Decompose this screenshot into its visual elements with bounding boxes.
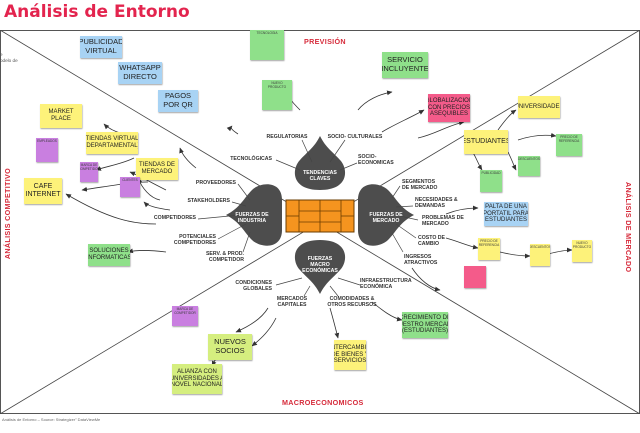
petal-left [226, 184, 282, 246]
branch-label-costo: COSTO DE CAMBIO [418, 235, 445, 247]
branch-label-infraestructura: INFRAESTRUCTURA ECONÓMICA [360, 278, 412, 290]
sticky-note-intercambio[interactable]: INTERCAMBIO DE BIENES Y SERVICIOS [334, 340, 366, 370]
board-frame [0, 30, 640, 414]
sticky-note-tiendas-mercado[interactable]: TIENDAS DE MERCADO [136, 158, 178, 180]
sticky-note-estudiantes[interactable]: ESTUDIANTES [464, 130, 508, 154]
branch-label-regulatorias: REGULATORIAS [266, 134, 308, 140]
sticky-note-yellow-small-1[interactable]: PRECIO DE REFERENCIA [478, 238, 500, 260]
sticky-note-descuentos[interactable]: DESCUENTOS [518, 156, 540, 176]
sticky-note-alianza[interactable]: ALIANZA CON UNIVERSIDADES A NOVEL NACION… [172, 364, 222, 394]
sticky-note-pink-empty[interactable] [464, 266, 486, 288]
category-label-left: ANÁLISIS COMPETITIVO [3, 168, 12, 260]
sticky-note-clientes[interactable]: CLIENTES [120, 177, 140, 197]
cropped-text-line: e [0, 52, 3, 57]
branch-label-mercados: MERCADOS CAPITALES [276, 296, 308, 308]
branch-label-tecnologicas: TECNOLÓGICAS [230, 156, 272, 162]
sticky-note-crecimiento[interactable]: CRECIMIENTO DE NUESTRO MERCADO (ESTUDIAN… [402, 312, 448, 338]
petal-label-tendencias: TENDENCIAS CLAVES [303, 170, 337, 182]
sticky-note-cafe[interactable]: CAFE INTERNET [24, 178, 62, 204]
branch-label-serv-prod: SERV. & PROD. COMPETIDOR [205, 251, 244, 263]
petal-top [294, 136, 346, 190]
sticky-note-marca[interactable]: MARCA DE COMPETIDOR [80, 162, 98, 182]
sticky-note-servicio[interactable]: SERVICIO INCLUYENTE [382, 52, 428, 78]
sticky-note-precio-ref[interactable]: PRECIO DE REFERENCIA [556, 134, 582, 156]
sticky-note-whatsapp[interactable]: WHATSAPP DIRECTO [118, 62, 162, 84]
sticky-note-purple-bottom[interactable]: MARCA DE COMPETIDOR [172, 306, 198, 326]
page-title: Análisis de Entorno [4, 2, 190, 22]
sticky-note-yellow-small-3[interactable]: NUEVO PRODUCTO [572, 240, 592, 262]
sticky-note-yellow-small-2[interactable]: DESCUENTOS [530, 244, 550, 266]
sticky-note-empleados[interactable]: EMPLEADOS [36, 138, 58, 162]
petal-bottom [294, 240, 346, 294]
branch-label-stakeholders: STAKEHOLDERS [187, 198, 230, 204]
branch-label-competidores: COMPETIDORES [153, 215, 196, 221]
footer-caption: Análisis de Entorno – Source: Strategize… [2, 417, 101, 422]
sticky-note-universidades[interactable]: UNIVERSIDADES [518, 96, 560, 118]
sticky-note-soluciones[interactable]: SOLUCIONES INFORMATICAS [88, 244, 130, 266]
sticky-note-globalizacion[interactable]: GLOBALIZACION CON PRECIOS ASEQUIBLES [428, 94, 470, 122]
branch-label-socio-economicas: SOCIO- ECONOMICAS [358, 154, 394, 166]
cropped-text-line: odelo de [0, 58, 18, 64]
sticky-note-publicidad-2[interactable]: PUBLICIDAD [480, 170, 502, 192]
category-label-top: PREVISIÓN [304, 37, 346, 46]
sticky-note-tecnologia[interactable]: TECNOLOGIA [250, 30, 284, 60]
category-label-right: ANÁLISIS DE MERCADO [624, 182, 633, 273]
branch-label-potenciales: POTENCIALES COMPETIDORES [173, 234, 216, 246]
sticky-note-tiendas-virtual[interactable]: TIENDAS VIRTUAL (DEPARTAMENTAL) [86, 132, 138, 154]
branch-label-comodidades: COMODIDADES & OTROS RECURSOS [327, 296, 377, 308]
branch-connectors [197, 139, 419, 297]
petal-label-mercado: FUERZAS DE MERCADO [369, 212, 403, 224]
branch-label-problemas: PROBLEMAS DE MERCADO [422, 215, 464, 227]
sticky-note-nuevos-socios[interactable]: NUEVOS SOCIOS [208, 334, 252, 360]
category-label-bottom: MACROECONOMICOS [282, 398, 364, 407]
branch-label-socio-culturales: SOCIO- CULTURALES [327, 134, 383, 140]
branch-label-proveedores: PROVEEDORES [195, 180, 236, 186]
sticky-note-palta[interactable]: PALTA DE UNA PORTATIL PARA ESTUDIANTES [484, 202, 528, 226]
sticky-note-pagos[interactable]: PAGOS POR QR [158, 90, 198, 112]
sticky-note-publicidad[interactable]: PUBLICIDAD VIRTUAL [80, 36, 122, 58]
branch-label-necesidades: NECESIDADES & DEMANDAS [415, 197, 458, 209]
petal-label-industria: FUERZAS DE INDUSTRIA [235, 212, 269, 224]
branch-label-condiciones: CONDICIONES GLOBALES [235, 280, 272, 292]
branch-label-ingresos: INGRESOS ATRACTIVOS [404, 254, 438, 266]
central-hub-icon [285, 199, 355, 233]
branch-label-segmentos: SEGMENTOS DE MERCADO [402, 179, 438, 191]
sticky-note-market[interactable]: MARKET PLACE [40, 104, 82, 128]
petal-label-macro: FUERZAS MACRO ECONÓMICAS [302, 256, 338, 274]
cropped-side-text: e odelo de [0, 52, 18, 64]
petal-right [358, 184, 414, 246]
sticky-note-nuevo-producto[interactable]: NUEVO PRODUCTO [262, 80, 292, 110]
